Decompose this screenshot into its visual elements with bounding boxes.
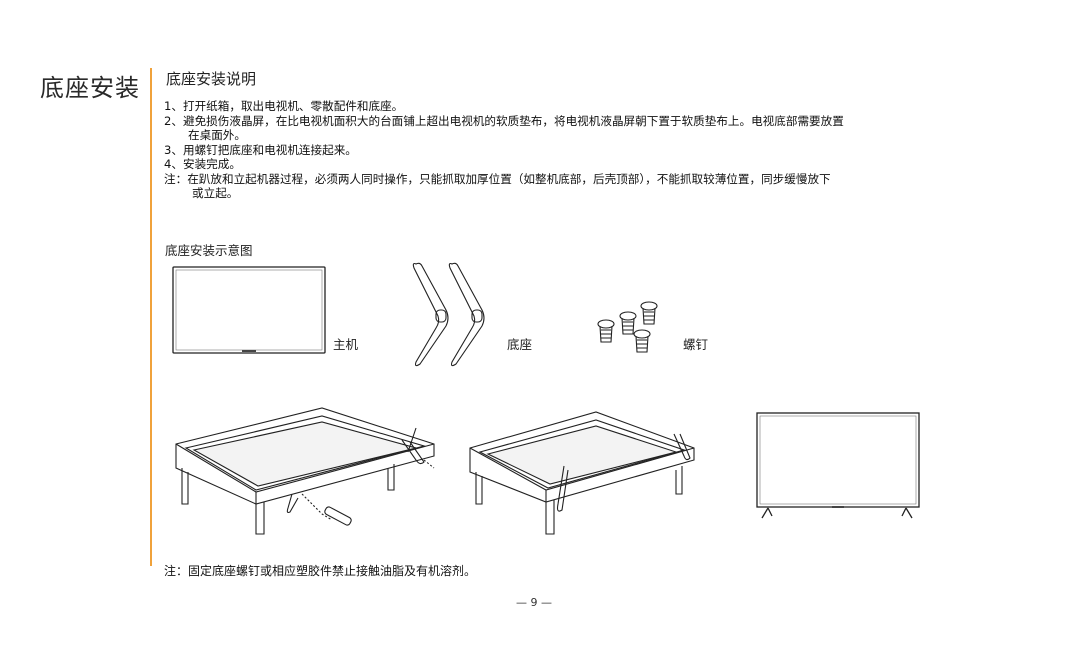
tv-label: 主机 xyxy=(333,337,359,352)
step-2: 2、避免损伤液晶屏，在比电视机面积大的台面铺上超出电视机的软质垫布，将电视机液晶… xyxy=(164,113,844,128)
note-continued: 或立起。 xyxy=(192,186,239,200)
install-step-1-illustration xyxy=(175,407,435,535)
install-complete-illustration xyxy=(756,412,920,519)
step-4: 4、安装完成。 xyxy=(164,157,241,171)
section-title: 底座安装 xyxy=(40,74,140,102)
note: 注：在趴放和立起机器过程，必须两人同时操作，只能抓取加厚位置（如整机底部，后壳顶… xyxy=(164,171,831,186)
step-1: 1、打开纸箱，取出电视机、零散配件和底座。 xyxy=(164,99,404,113)
instruction-steps: 1、打开纸箱，取出电视机、零散配件和底座。 2、避免损伤液晶屏，在比电视机面积大… xyxy=(164,99,1024,201)
install-step-2-illustration xyxy=(469,411,695,535)
screw-label: 螺钉 xyxy=(683,337,709,352)
step-2-continued: 在桌面外。 xyxy=(188,128,246,142)
stand-illustration xyxy=(412,262,485,367)
section-divider xyxy=(150,68,152,566)
page-subtitle: 底座安装说明 xyxy=(166,70,257,88)
tv-unit-illustration xyxy=(172,266,326,354)
page-number: — 9 — xyxy=(516,596,552,609)
screws-illustration xyxy=(597,301,658,353)
stand-label: 底座 xyxy=(507,337,533,352)
step-3: 3、用螺钉把底座和电视机连接起来。 xyxy=(164,142,357,157)
diagram-title: 底座安装示意图 xyxy=(165,243,253,258)
footnote: 注：固定底座螺钉或相应塑胶件禁止接触油脂及有机溶剂。 xyxy=(164,564,477,578)
